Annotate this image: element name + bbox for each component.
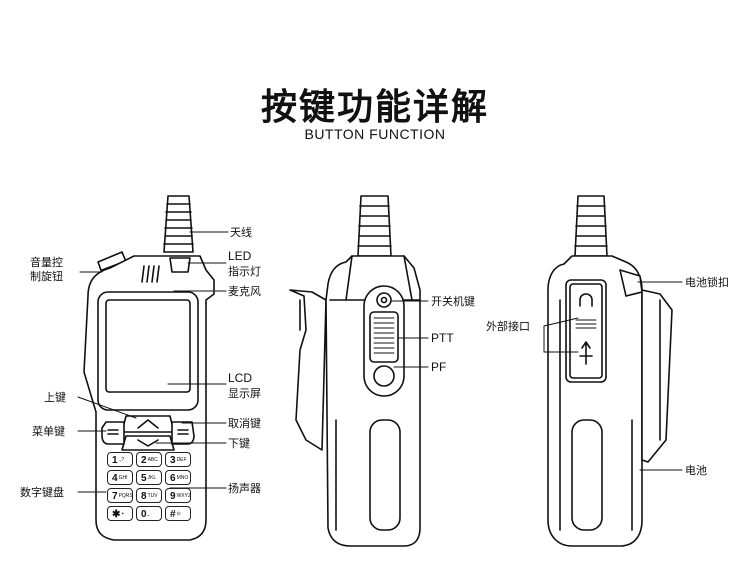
label-volume-line1: 音量控 (30, 256, 63, 269)
front-leader-lines (77, 231, 229, 493)
led-indicator (169, 257, 191, 273)
side-belt-clip (289, 289, 327, 451)
label-number-keypad: 数字键盘 (20, 486, 64, 499)
nav-cluster (101, 415, 195, 451)
label-ptt: PTT (431, 331, 454, 345)
label-lcd-line2: 显示屏 (228, 387, 261, 400)
label-pf: PF (431, 360, 447, 374)
label-volume-line2: 制旋钮 (30, 270, 63, 283)
side-ptt-panel (363, 285, 405, 397)
back-grip (571, 419, 603, 531)
label-cancel-key: 取消键 (228, 417, 261, 430)
back-radio-view (547, 195, 673, 547)
keypad-key-7: 7PQRS (107, 488, 133, 503)
keypad-key-6: 6MNO (165, 470, 191, 485)
label-led-line2: 指示灯 (228, 265, 261, 278)
label-lcd-line1: LCD (228, 371, 253, 385)
side-grip (369, 419, 401, 531)
front-radio-view (83, 195, 215, 541)
keypad-key-0: 0⎵ (136, 506, 162, 521)
keypad-key-hash: #⊙ (165, 506, 191, 521)
label-up-key: 上键 (44, 391, 66, 404)
label-mic: 麦克风 (228, 285, 261, 298)
back-leader-lines (543, 281, 683, 471)
battery-lock (619, 269, 643, 297)
label-power-key: 开关机键 (431, 295, 475, 308)
external-port-cover (565, 279, 607, 383)
back-antenna (574, 195, 608, 257)
keypad-key-8: 8TUV (136, 488, 162, 503)
keypad-key-5: 5JKL (136, 470, 162, 485)
side-antenna (357, 195, 392, 257)
side-leader-lines (390, 300, 429, 368)
front-antenna (163, 195, 194, 253)
page-subtitle: BUTTON FUNCTION (304, 126, 446, 142)
label-down-key: 下键 (228, 437, 250, 450)
lcd-screen (105, 299, 191, 393)
label-menu-key: 菜单键 (32, 425, 65, 438)
label-battery: 电池 (685, 464, 707, 477)
side-radio-view (289, 195, 421, 547)
keypad-key-2: 2ABC (136, 452, 162, 467)
page-title: 按键功能详解 (260, 87, 489, 128)
speaker-grille (141, 265, 160, 283)
label-antenna: 天线 (230, 226, 252, 239)
keypad-key-star: ✱+ (107, 506, 133, 521)
keypad-key-1: 1.,? (107, 452, 133, 467)
label-led-line1: LED (228, 249, 252, 263)
keypad-key-9: 9WXYZ (165, 488, 191, 503)
back-belt-clip (641, 289, 673, 463)
keypad-key-3: 3DEF (165, 452, 191, 467)
label-external-port: 外部接口 (486, 320, 530, 333)
label-battery-lock: 电池锁扣 (685, 276, 729, 289)
keypad-key-4: 4GHI (107, 470, 133, 485)
label-speaker: 扬声器 (228, 482, 261, 495)
